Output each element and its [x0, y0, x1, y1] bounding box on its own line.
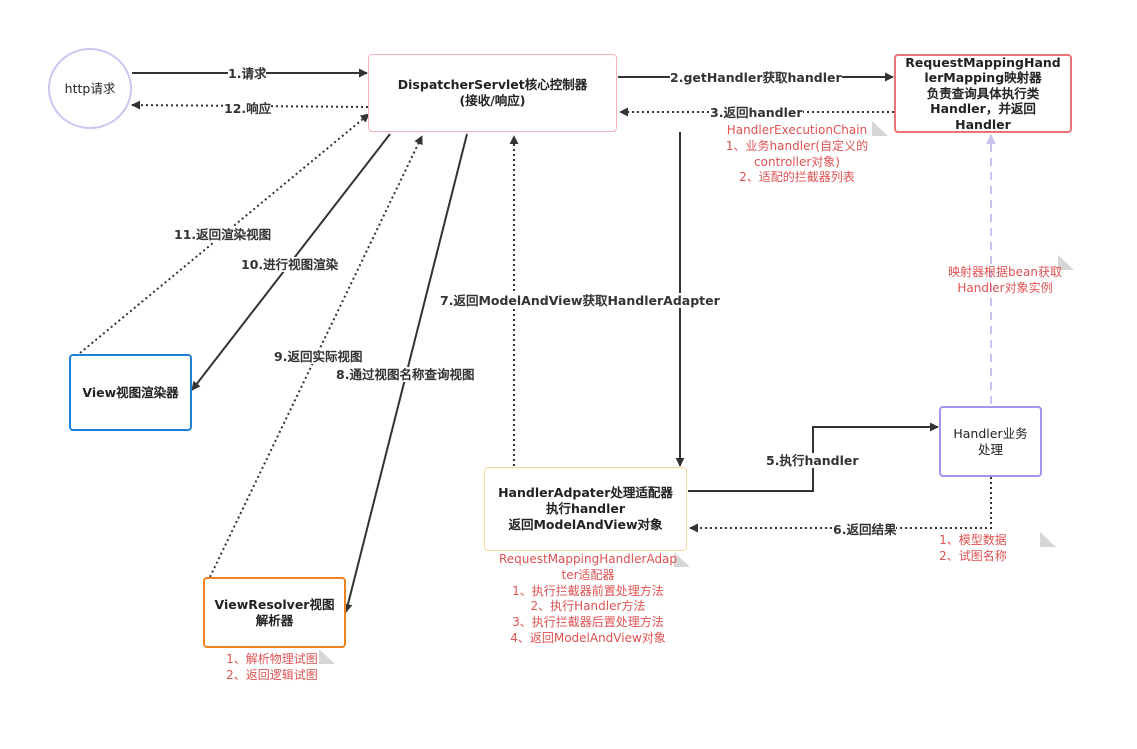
business-line-2: 处理 — [977, 441, 1003, 457]
adapter-line-3: 返回ModelAndView对象 — [508, 517, 663, 532]
business-line-1: Handler业务 — [953, 425, 1028, 441]
http-request-label: http请求 — [64, 80, 116, 96]
edge-11-label: 11.返回渲染视图 — [174, 227, 272, 242]
note-mark-5 — [319, 649, 335, 664]
note-mark-2 — [1058, 255, 1074, 270]
edge-3-label: 3.返回handler — [710, 105, 803, 120]
handler-execution-chain-note: HandlerExecutionChain 1、业务handler(自定义的 c… — [717, 123, 877, 186]
view-resolver-node: ViewResolver视图 解析器 — [203, 577, 346, 648]
mapping-line-4: Handler，并返回 — [930, 101, 1036, 117]
handler-adapter-node: HandlerAdpater处理适配器 执行handler 返回ModelAnd… — [484, 467, 687, 551]
resolver-line-1: ViewResolver视图 — [214, 596, 335, 612]
adapter-note-line-4: 2、执行Handler方法 — [530, 599, 646, 614]
edge-6-return-result — [689, 477, 992, 533]
mapping-line-1: RequestMappingHand — [905, 54, 1061, 70]
note-mark-1 — [872, 121, 888, 136]
mapping-note-line-1: 映射器根据bean获取 — [948, 265, 1062, 279]
edge-7-label: 7.返回ModelAndView获取HandlerAdapter — [440, 293, 720, 308]
result-note-line-1: 1、模型数据 — [939, 533, 1007, 547]
chain-note-line-3: controller对象) — [754, 154, 840, 169]
edge-12-label: 12.响应 — [224, 101, 272, 116]
resolver-line-2: 解析器 — [255, 612, 294, 628]
adapter-note-line-1: RequestMappingHandlerAdap — [498, 552, 678, 566]
resolver-note-line-2: 2、返回逻辑试图 — [226, 667, 318, 682]
resolver-note-line-1: 1、解析物理试图 — [226, 652, 318, 666]
edge-2-label: 2.getHandler获取handler — [670, 70, 842, 85]
edge-1-label: 1.请求 — [228, 66, 267, 81]
edge-9-label: 9.返回实际视图 — [274, 349, 363, 364]
adapter-line-1: HandlerAdpater处理适配器 — [498, 485, 673, 500]
edge-10-label: 10.进行视图渲染 — [241, 257, 339, 272]
dispatcher-line-1: DispatcherServlet核心控制器 — [397, 77, 588, 92]
chain-note-line-2: 1、业务handler(自定义的 — [725, 138, 869, 153]
result-contents-note: 1、模型数据 2、试图名称 — [928, 533, 1018, 565]
adapter-note-line-3: 1、执行拦截器前置处理方法 — [512, 583, 664, 598]
edge-8-label: 8.通过视图名称查询视图 — [336, 367, 475, 382]
mapping-line-5: Handler — [955, 116, 1011, 132]
handler-mapping-node: RequestMappingHand lerMapping映射器 负责查询具体执… — [894, 54, 1072, 133]
dispatcher-servlet-node: DispatcherServlet核心控制器 (接收/响应) — [368, 54, 617, 132]
handler-business-node: Handler业务 处理 — [939, 406, 1042, 477]
adapter-steps-note: RequestMappingHandlerAdap ter适配器 1、执行拦截器… — [488, 552, 688, 647]
mapping-bean-note: 映射器根据bean获取 Handler对象实例 — [935, 265, 1075, 297]
edge-6-label: 6.返回结果 — [833, 522, 897, 537]
edge-5-label: 5.执行handler — [766, 453, 859, 468]
adapter-note-line-5: 3、执行拦截器后置处理方法 — [512, 615, 664, 630]
view-renderer-node: View视图渲染器 — [69, 354, 192, 431]
mapping-line-2: lerMapping映射器 — [924, 70, 1042, 86]
dispatcher-line-2: (接收/响应) — [459, 93, 526, 108]
note-mark-3 — [1040, 532, 1056, 547]
adapter-line-2: 执行handler — [545, 501, 626, 516]
mapping-line-3: 负责查询具体执行类 — [926, 85, 1040, 101]
view-renderer-label: View视图渲染器 — [82, 384, 179, 400]
mapping-note-line-2: Handler对象实例 — [957, 280, 1053, 295]
adapter-note-line-2: ter适配器 — [561, 567, 615, 582]
chain-note-line-1: HandlerExecutionChain — [726, 123, 868, 137]
resolver-steps-note: 1、解析物理试图 2、返回逻辑试图 — [216, 652, 328, 684]
edge-9-return-view — [209, 135, 423, 578]
adapter-note-line-6: 4、返回ModelAndView对象 — [510, 630, 666, 645]
http-request-node: http请求 — [48, 48, 132, 129]
result-note-line-2: 2、试图名称 — [939, 548, 1007, 563]
edge-12-response — [131, 100, 369, 110]
chain-note-line-4: 2、适配的拦截器列表 — [739, 170, 855, 185]
note-mark-4 — [674, 552, 690, 567]
